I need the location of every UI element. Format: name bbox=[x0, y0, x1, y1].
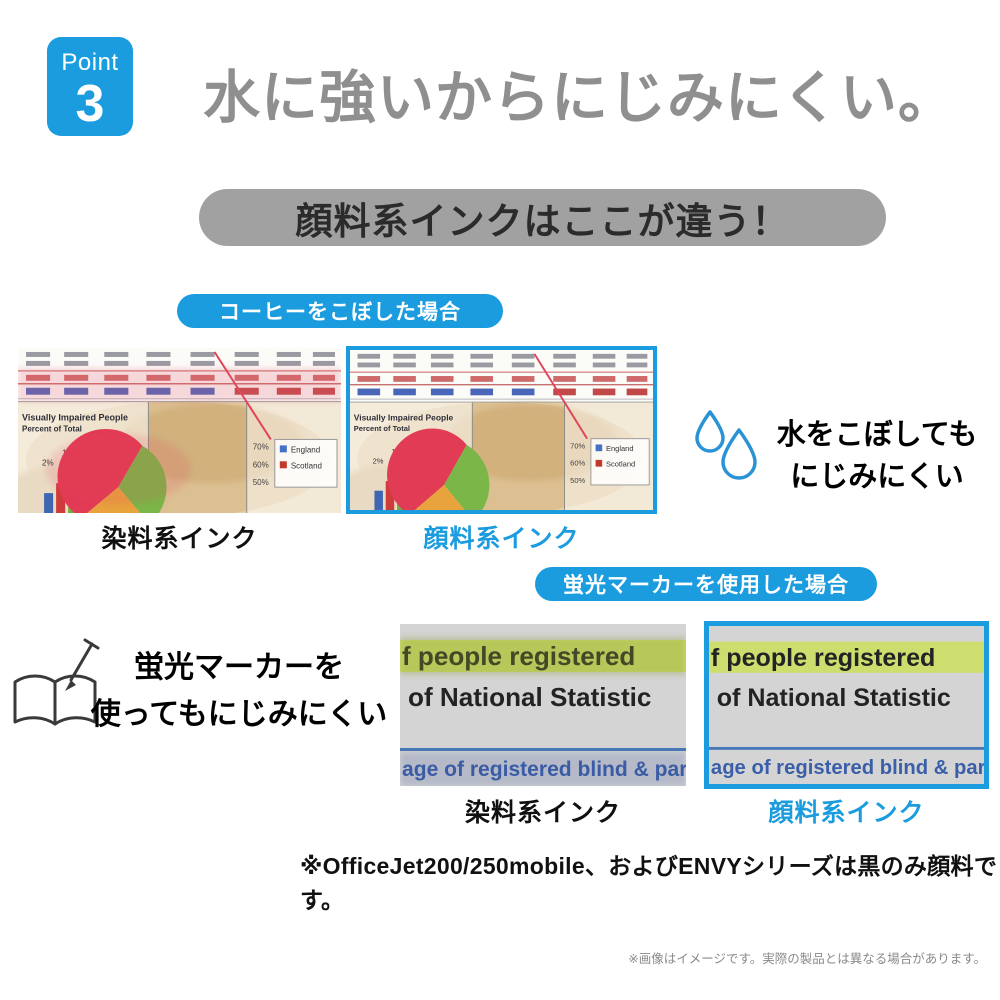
marker-note: 蛍光マーカーを 使ってもにじみにくい bbox=[83, 645, 395, 738]
water-drop-small bbox=[695, 410, 725, 453]
marker-note-line1: 蛍光マーカーを bbox=[134, 651, 344, 684]
caption-pigment-ink-coffee: 顔料系インク bbox=[423, 525, 580, 553]
marker-bleed-overlay bbox=[400, 637, 686, 786]
water-note: 水をこぼしても にじみにくい bbox=[768, 414, 986, 498]
point-badge-number: 3 bbox=[75, 75, 105, 133]
point-badge: Point 3 bbox=[47, 37, 133, 136]
subtitle-banner: 顔料系インクはここが違う！ bbox=[199, 189, 886, 246]
image-disclaimer: ※画像はイメージです。実際の製品とは異なる場合があります。 bbox=[628, 952, 986, 966]
point-badge-label: Point bbox=[61, 49, 119, 76]
page-title: 水に強いからにじみにくい。 bbox=[203, 66, 956, 130]
coffee-photo-dye-ink bbox=[18, 348, 341, 513]
water-note-line2: にじみにくい bbox=[790, 461, 964, 494]
footnote: ※OfficeJet200/250mobile、およびENVYシリーズは黒のみ顔… bbox=[300, 853, 998, 913]
water-note-line1: 水をこぼしても bbox=[776, 419, 978, 451]
ink-bleed-overlay bbox=[18, 367, 341, 506]
water-droplets-icon bbox=[695, 410, 757, 480]
caption-pigment-ink-marker: 顔料系インク bbox=[768, 799, 925, 827]
coffee-case-tag: コーヒーをこぼした場合 bbox=[177, 294, 503, 328]
coffee-photo-pigment-ink bbox=[346, 346, 657, 514]
marker-case-tag: 蛍光マーカーを使用した場合 bbox=[535, 567, 877, 601]
caption-dye-ink-coffee: 染料系インク bbox=[101, 525, 258, 553]
notebook-pen-icon bbox=[13, 638, 100, 726]
caption-dye-ink-marker: 染料系インク bbox=[464, 799, 621, 827]
marker-photo-pigment-ink bbox=[704, 621, 989, 789]
marker-note-line2: 使ってもにじみにくい bbox=[90, 697, 388, 731]
marker-photo-dye-ink bbox=[400, 624, 686, 786]
water-drop-large bbox=[721, 428, 757, 480]
